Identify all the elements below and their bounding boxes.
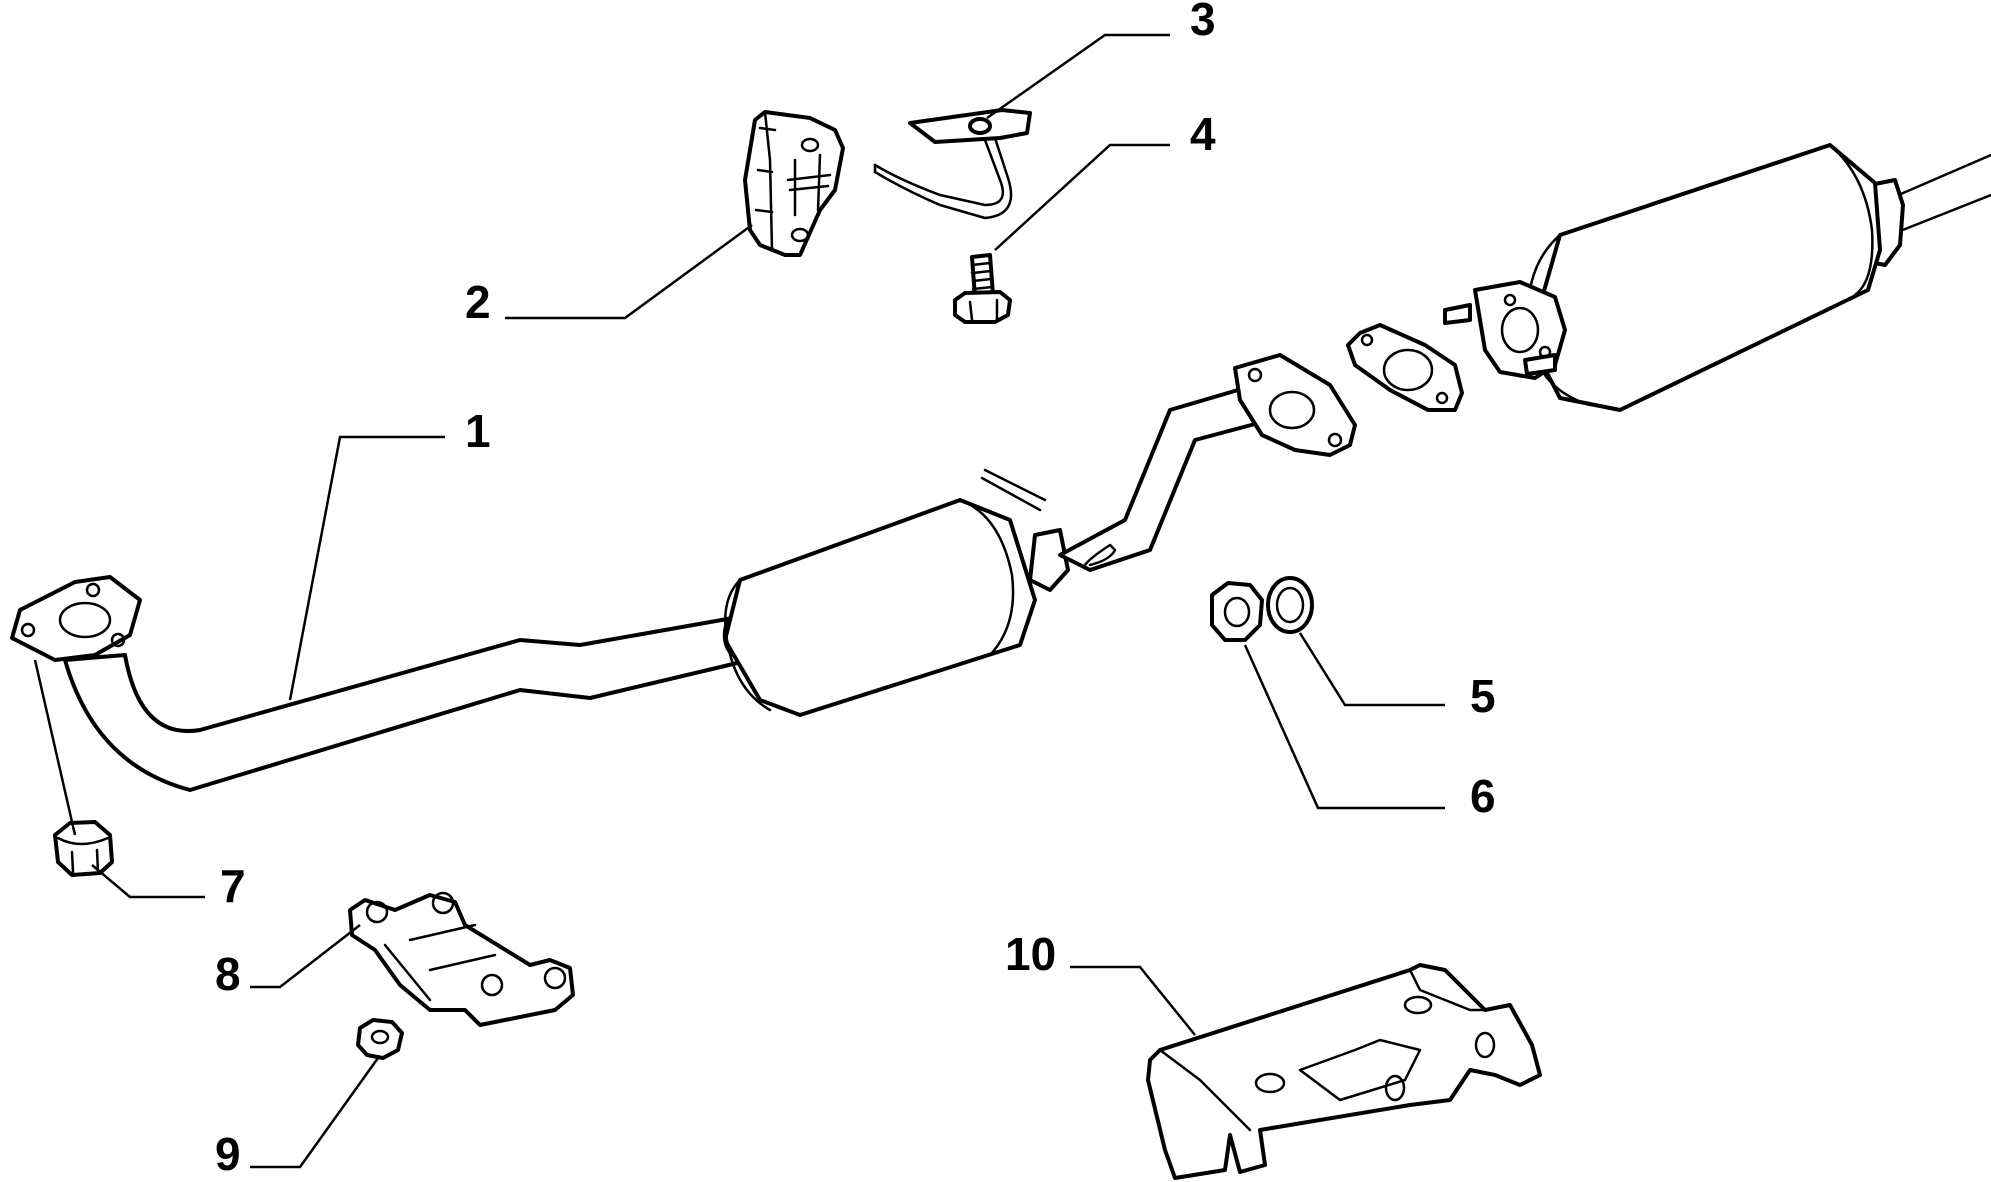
- callout-4: 4: [1190, 108, 1216, 160]
- part-3-u-clamp: [873, 108, 1032, 220]
- flange-gasket: [1346, 323, 1464, 412]
- part-1-front-pipe: [10, 353, 1357, 792]
- callout-10: 10: [1005, 928, 1056, 980]
- callout-9: 9: [215, 1128, 241, 1180]
- part-10-bracket: [1146, 963, 1542, 1180]
- leader-lines: [33, 33, 1445, 1169]
- callout-labels: 1 2 3 4 5 6 7 8 9 10: [215, 0, 1496, 1180]
- rear-muffler: [1443, 143, 1991, 412]
- callout-8: 8: [215, 948, 241, 1000]
- callout-2: 2: [465, 276, 491, 328]
- callout-5: 5: [1470, 670, 1496, 722]
- part-7-nut: [53, 820, 114, 877]
- callout-7: 7: [220, 860, 246, 912]
- callout-6: 6: [1470, 770, 1496, 822]
- callout-1: 1: [465, 405, 491, 457]
- part-6-nut: [1210, 581, 1264, 642]
- callout-3: 3: [1190, 0, 1216, 45]
- part-2-rubber-hanger: [743, 110, 845, 257]
- part-4-bolt: [953, 253, 1012, 324]
- part-8-bracket: [348, 891, 575, 1027]
- part-5-washer: [1266, 576, 1314, 634]
- part-9-nut: [356, 1018, 404, 1060]
